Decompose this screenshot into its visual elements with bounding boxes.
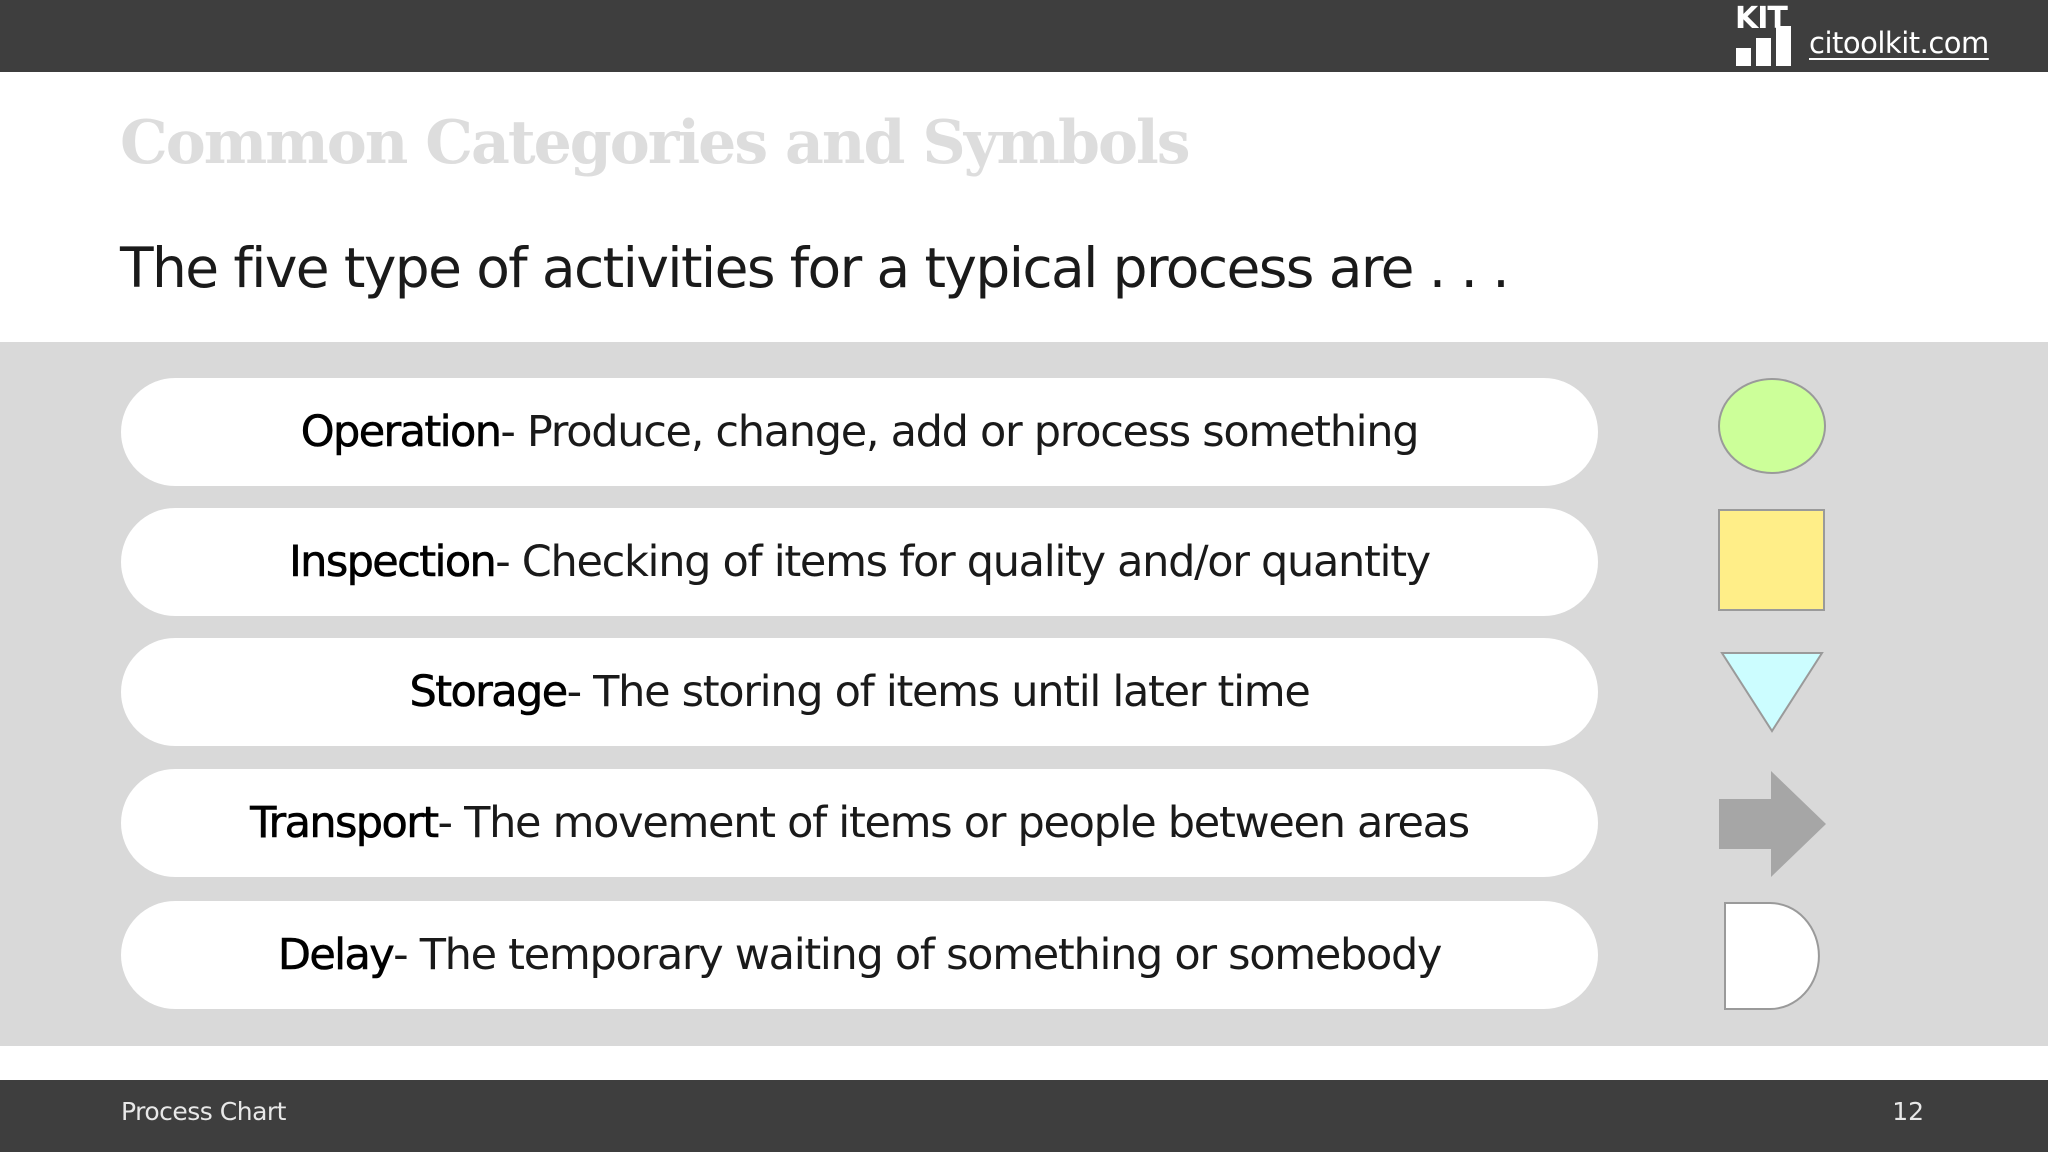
delay-d-symbol <box>1724 902 1820 1010</box>
category-description: - Checking of items for quality and/or q… <box>495 537 1431 587</box>
site-link[interactable]: citoolkit.com <box>1809 26 1989 60</box>
footer-label: Process Chart <box>121 1097 286 1126</box>
slide-title: Common Categories and Symbols <box>120 108 1191 178</box>
slide-subtitle: The five type of activities for a typica… <box>120 236 1510 300</box>
transport-arrow-symbol <box>1719 771 1826 877</box>
category-description: - The storing of items until later time <box>566 667 1311 717</box>
top-bar: KIT citoolkit.com <box>0 0 2048 72</box>
category-description: - The movement of items or people betwee… <box>437 798 1471 848</box>
page-number: 12 <box>1892 1097 1924 1126</box>
category-term: Delay <box>277 930 396 981</box>
category-row-delay: Delay - The temporary waiting of somethi… <box>121 901 1598 1009</box>
category-row-inspection: Inspection - Checking of items for quali… <box>121 508 1598 616</box>
category-description: - The temporary waiting of something or … <box>393 930 1442 980</box>
category-row-operation: Operation - Produce, change, add or proc… <box>121 378 1598 486</box>
inspection-square-symbol <box>1718 509 1825 611</box>
category-term: Operation <box>300 407 502 458</box>
category-row-transport: Transport - The movement of items or peo… <box>121 769 1598 877</box>
category-term: Inspection <box>289 537 497 588</box>
category-row-storage: Storage - The storing of items until lat… <box>121 638 1598 746</box>
category-term: Storage <box>409 667 568 718</box>
storage-triangle-symbol <box>1720 652 1824 733</box>
bar-chart-icon <box>1736 26 1791 66</box>
operation-circle-symbol <box>1718 378 1826 474</box>
category-term: Transport <box>250 798 440 849</box>
category-description: - Produce, change, add or process someth… <box>500 407 1419 457</box>
footer-bar <box>0 1080 2048 1152</box>
kit-logo[interactable]: KIT <box>1733 4 1797 66</box>
